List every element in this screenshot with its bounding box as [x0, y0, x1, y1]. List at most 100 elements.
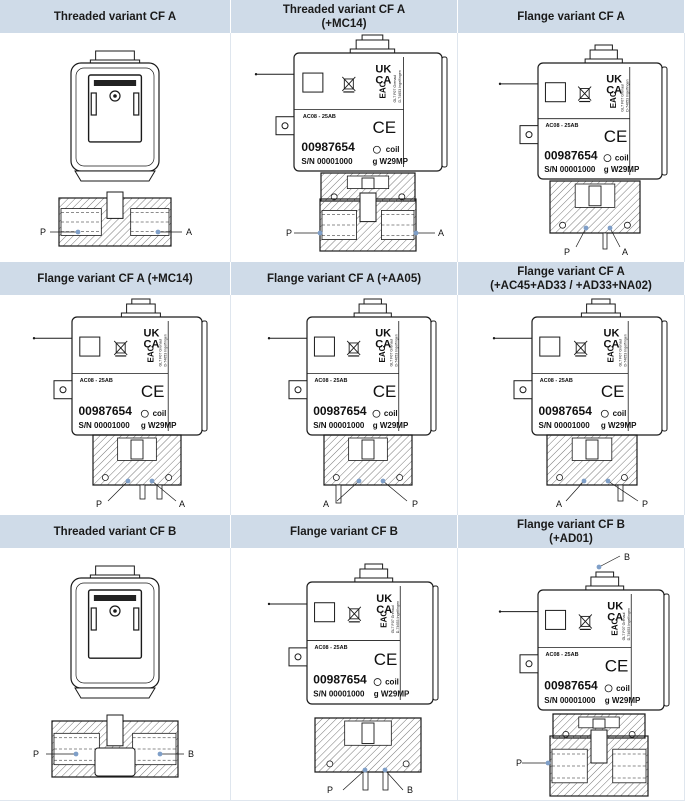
ul-coil-mark: coil: [373, 677, 399, 686]
label-fine-print-1: GL7 F07 Grenaul: [390, 339, 394, 367]
sn-line: S/N 00001000: [301, 157, 353, 166]
eac-text: EAC: [147, 345, 156, 362]
variant-title: Threaded variant CF A: [0, 0, 231, 33]
port-p-label: P: [642, 499, 648, 509]
port-b-label: B: [188, 749, 194, 759]
coil-text: coil: [615, 153, 629, 162]
flange-valve-body: [546, 434, 638, 486]
variant-title-line: (+AC45+AD33 / +AD33+NA02): [490, 279, 652, 292]
sn-line: S/N 00001000: [79, 421, 131, 430]
port-p-callout: P: [33, 749, 79, 759]
part-code: AC08 - 25AB: [545, 123, 578, 129]
coil-front-view: [70, 50, 160, 182]
ul-coil-mark: coil: [140, 409, 166, 418]
ukca-line-1: UK: [607, 601, 623, 613]
port-p-label: P: [33, 749, 39, 759]
label-fine-print-2: D-74653 Ingelfingen: [398, 70, 402, 102]
ce-mark: CE: [141, 382, 165, 401]
threaded-valve-body: [319, 192, 417, 252]
ce-mark: CE: [601, 382, 625, 401]
variant-title: Flange variant CF A(+AC45+AD33 / +AD33+N…: [458, 262, 685, 295]
eac-mark: EAC: [147, 345, 156, 362]
label-fine-print-2: D-74653 Ingelfingen: [626, 79, 630, 111]
port-p-callout: P: [40, 227, 81, 237]
port-p-label: P: [564, 247, 570, 257]
ul-coil-mark: coil: [603, 153, 629, 162]
variant-title-line: Threaded variant CF A: [53, 10, 177, 23]
variant-title: Flange variant CF A: [458, 0, 685, 33]
port-p-callout: P: [96, 478, 131, 509]
eac-text: EAC: [379, 611, 388, 628]
coil-text: coil: [385, 677, 399, 686]
port-a-label: A: [622, 247, 628, 257]
variant-title-line: Flange variant CF A: [517, 265, 625, 278]
ukca-line-1: UK: [375, 327, 391, 339]
flange-valve-body: [323, 434, 413, 486]
coil-front-view: [70, 565, 160, 699]
port-a-callout: A: [323, 478, 362, 509]
label-fine-print-1: GL7 F07 Grenaul: [621, 84, 625, 112]
port-p-label: P: [327, 785, 333, 795]
port-b-callout: B: [382, 767, 413, 795]
label-fine-print-2: D-74653 Ingelfingen: [164, 334, 168, 366]
ce-text: CE: [605, 657, 629, 676]
port-p-label: P: [96, 499, 102, 509]
ce-mark: CE: [604, 127, 628, 146]
sn-line: S/N 00001000: [544, 165, 596, 174]
ul-coil-mark: coil: [372, 145, 400, 154]
sn-line: S/N 00001000: [313, 421, 365, 430]
weight-text: g W29MP: [604, 165, 640, 174]
variant-title-line: Flange variant CF A (+AA05): [266, 272, 422, 285]
port-p-callout: P: [564, 225, 589, 257]
eac-text: EAC: [378, 81, 387, 98]
port-p-callout: P: [286, 228, 323, 238]
port-p-label: P: [412, 499, 418, 509]
eac-text: EAC: [607, 345, 616, 362]
weee-bin-icon: [346, 340, 361, 357]
ukca-line-1: UK: [376, 593, 392, 605]
serial-number: 00987654: [539, 404, 593, 418]
variant-title-line: Threaded variant CF B: [53, 525, 177, 538]
coil-text: coil: [616, 684, 630, 693]
ce-mark: CE: [605, 657, 629, 676]
sn-line: S/N 00001000: [544, 696, 596, 705]
part-code: AC08 - 25AB: [540, 378, 573, 384]
coil-text: coil: [386, 145, 400, 154]
label-fine-print-2: D-74653 Ingelfingen: [395, 334, 399, 366]
label-fine-print-2: D-74653 Ingelfingen: [627, 608, 631, 640]
weee-bin-icon: [347, 606, 362, 623]
ukca-line-2: CA: [376, 604, 392, 616]
serial-number: 00987654: [544, 679, 598, 693]
ce-text: CE: [141, 382, 165, 401]
serial-number: 00987654: [313, 672, 367, 686]
port-p-callout: P: [380, 478, 418, 509]
port-a-callout: A: [607, 225, 628, 257]
port-a-callout: A: [149, 478, 185, 509]
port-b-callout: B: [596, 552, 630, 570]
ce-mark: CE: [373, 382, 397, 401]
serial-number: 00987654: [313, 404, 367, 418]
variant-title: Threaded variant CF B: [0, 515, 231, 548]
threaded-valve-body: [58, 191, 172, 247]
port-p-label: P: [40, 227, 46, 237]
coil-text: coil: [613, 409, 627, 418]
